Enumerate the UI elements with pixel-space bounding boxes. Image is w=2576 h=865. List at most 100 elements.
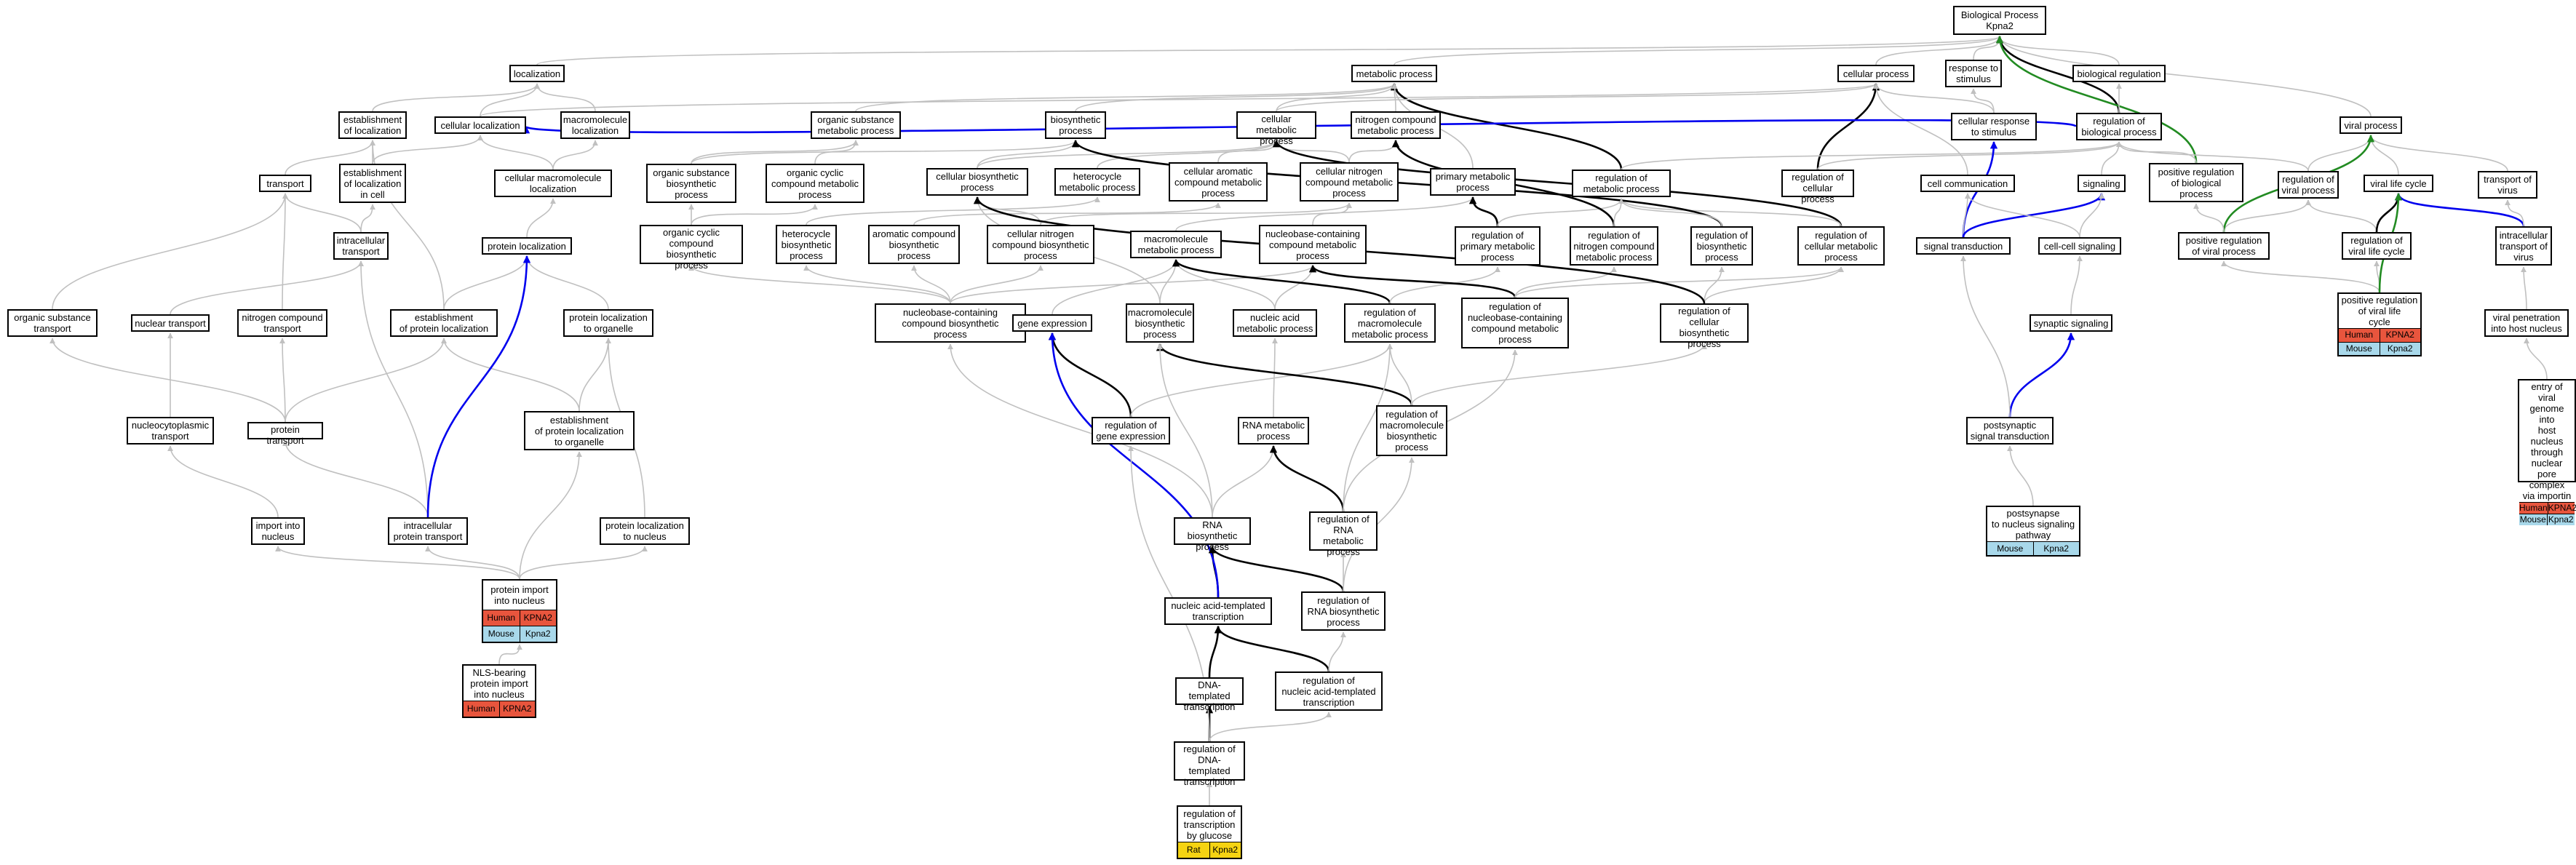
go-term-reg-prim-met[interactable]: regulation of primary metabolic process: [1455, 226, 1541, 266]
go-term-nucleocyto[interactable]: nucleocytoplasmic transport: [127, 417, 214, 445]
go-term-est-prot-loc[interactable]: establishment of protein localization: [390, 309, 498, 337]
go-term-nucbase-biosyn[interactable]: nucleobase-containing compound biosynthe…: [875, 303, 1026, 343]
go-term-signaling[interactable]: signaling: [2078, 175, 2126, 192]
go-term-label: cellular macromolecule localization: [504, 172, 602, 194]
go-term-nitro-met[interactable]: nitrogen compound metabolic process: [1351, 111, 1441, 139]
go-term-reg-cell-met[interactable]: regulation of cellular metabolic process: [1797, 226, 1885, 266]
go-term-nuc-acid-met[interactable]: nucleic acid metabolic process: [1233, 309, 1317, 337]
go-term-postsynapse-path[interactable]: postsynapse to nucleus signaling pathway…: [1986, 506, 2080, 557]
go-term-bio-reg[interactable]: biological regulation: [2072, 65, 2166, 82]
go-term-cell-arom-met[interactable]: cellular aromatic compound metabolic pro…: [1169, 162, 1268, 202]
go-term-postsyn-sig[interactable]: postsynaptic signal transduction: [1966, 417, 2054, 445]
go-term-reg-cell-biosyn[interactable]: regulation of cellular biosynthetic proc…: [1660, 303, 1749, 349]
go-term-pos-reg-viral[interactable]: positive regulation of viral process: [2178, 232, 2270, 260]
go-term-prim-met[interactable]: primary metabolic process: [1430, 168, 1516, 196]
go-term-reg-macro-biosyn[interactable]: regulation of macromolecule biosynthetic…: [1376, 405, 1447, 456]
go-term-macro-met[interactable]: macromolecule metabolic process: [1130, 231, 1222, 258]
go-term-cell-nitro-met[interactable]: cellular nitrogen compound metabolic pro…: [1300, 162, 1399, 202]
go-term-hetero-met[interactable]: heterocycle metabolic process: [1054, 168, 1140, 196]
go-term-entry-viral[interactable]: entry of viral genome into host nucleus …: [2518, 379, 2576, 525]
go-term-viral-life[interactable]: viral life cycle: [2364, 175, 2433, 192]
go-term-transport-virus[interactable]: transport of virus: [2478, 171, 2537, 199]
go-term-viral-proc[interactable]: viral process: [2340, 116, 2402, 134]
go-term-gene-expr[interactable]: gene expression: [1012, 314, 1092, 332]
go-term-nucbase-met[interactable]: nucleobase-containing compound metabolic…: [1259, 225, 1367, 264]
go-term-macro-biosyn[interactable]: macromolecule biosynthetic process: [1126, 303, 1194, 343]
go-term-reg-macro-met[interactable]: regulation of macromolecule metabolic pr…: [1344, 303, 1436, 343]
go-term-transport[interactable]: transport: [259, 175, 311, 192]
go-term-hetero-biosyn[interactable]: heterocycle biosynthetic process: [776, 225, 837, 264]
go-term-org-cyc-met[interactable]: organic cyclic compound metabolic proces…: [766, 164, 864, 203]
go-term-reg-viral-life[interactable]: regulation of viral life cycle: [2342, 232, 2412, 260]
go-term-reg-rna-met[interactable]: regulation of RNA metabolic process: [1309, 511, 1378, 557]
go-term-localization[interactable]: localization: [509, 65, 565, 82]
go-term-syn-sig[interactable]: synaptic signaling: [2030, 314, 2112, 332]
go-term-reg-gene-expr[interactable]: regulation of gene expression: [1092, 417, 1170, 445]
go-term-est-loc-cell[interactable]: establishment of localization in cell: [339, 164, 406, 203]
go-term-sig-trans[interactable]: signal transduction: [1916, 237, 2011, 255]
go-term-reg-met[interactable]: regulation of metabolic process: [1572, 170, 1671, 197]
go-term-cell-comm[interactable]: cell communication: [1920, 175, 2015, 192]
go-term-bp[interactable]: Biological Process Kpna2: [1953, 6, 2046, 35]
go-term-org-sub-met[interactable]: organic substance metabolic process: [811, 111, 901, 139]
go-term-prot-loc-org[interactable]: protein localization to organelle: [563, 309, 653, 337]
go-term-reg-biosyn[interactable]: regulation of biosynthetic process: [1690, 226, 1753, 266]
go-term-est-loc[interactable]: establishment of localization: [338, 111, 407, 139]
go-term-cell-loc[interactable]: cellular localization: [434, 116, 526, 134]
go-term-reg-dna-trans[interactable]: regulation of DNA-templated transcriptio…: [1174, 741, 1245, 787]
go-term-dna-trans[interactable]: DNA-templated transcription: [1175, 677, 1244, 712]
go-term-cell-nitro-biosyn[interactable]: cellular nitrogen compound biosynthetic …: [987, 225, 1094, 264]
go-term-org-sub-biosyn[interactable]: organic substance biosynthetic process: [646, 164, 736, 203]
go-term-cell-biosyn[interactable]: cellular biosynthetic process: [926, 168, 1028, 196]
go-term-cc-sig[interactable]: cell-cell signaling: [2038, 237, 2121, 255]
go-term-arom-biosyn[interactable]: aromatic compound biosynthetic process: [868, 225, 960, 264]
go-term-cell-proc[interactable]: cellular process: [1837, 65, 1915, 82]
go-term-reg-rna-biosyn[interactable]: regulation of RNA biosynthetic process: [1301, 591, 1386, 631]
go-term-macro-loc[interactable]: macromolecule localization: [560, 111, 630, 139]
edge-black: [1172, 258, 1391, 304]
go-term-label: viral penetration into host nucleus: [2491, 312, 2562, 334]
go-term-cell-resp-stim[interactable]: cellular response to stimulus: [1951, 113, 2037, 140]
go-term-pos-reg-bio[interactable]: positive regulation of biological proces…: [2149, 163, 2243, 202]
edge-grey: [1271, 338, 1278, 418]
edge-grey: [1389, 266, 1500, 304]
go-term-prot-loc-nuc[interactable]: protein localization to nucleus: [600, 517, 690, 545]
go-term-cell-met[interactable]: cellular metabolic process: [1236, 111, 1316, 146]
go-term-rna-met[interactable]: RNA metabolic process: [1238, 417, 1309, 445]
go-term-reg-nucbase-met[interactable]: regulation of nucleobase-containing comp…: [1461, 298, 1569, 348]
go-term-prot-loc[interactable]: protein localization: [482, 237, 572, 255]
go-term-met-proc[interactable]: metabolic process: [1351, 65, 1437, 82]
go-term-rna-biosyn[interactable]: RNA biosynthetic process: [1174, 517, 1251, 552]
go-term-prot-transport[interactable]: protein transport: [247, 422, 323, 446]
go-term-viral-pen[interactable]: viral penetration into host nucleus: [2484, 309, 2569, 337]
go-term-reg-nuc-acid-trans[interactable]: regulation of nucleic acid-templated tra…: [1275, 671, 1383, 711]
go-term-intra-prot-transport[interactable]: intracellular protein transport: [388, 517, 468, 545]
go-term-nuc-transport[interactable]: nuclear transport: [131, 314, 210, 332]
go-term-label: DNA-templated transcription: [1183, 679, 1236, 712]
go-term-est-prot-loc-org[interactable]: establishment of protein localization to…: [524, 411, 635, 450]
go-term-resp-stim[interactable]: response to stimulus: [1945, 60, 2002, 87]
edge-grey: [2223, 199, 2311, 233]
go-term-label: regulation of viral life cycle: [2348, 235, 2405, 257]
go-term-org-cyc-biosyn[interactable]: organic cyclic compound biosynthetic pro…: [640, 225, 743, 271]
go-term-intra-trans-virus[interactable]: intracellular transport of virus: [2495, 226, 2552, 266]
go-term-org-sub-transport[interactable]: organic substance transport: [7, 309, 98, 337]
go-term-nuc-acid-trans[interactable]: nucleic acid-templated transcription: [1164, 597, 1272, 625]
go-term-cell-macro-loc[interactable]: cellular macromolecule localization: [494, 170, 612, 197]
go-term-import-nuc[interactable]: import into nucleus: [251, 517, 305, 545]
go-term-reg-cell-proc[interactable]: regulation of cellular process: [1781, 170, 1854, 204]
go-term-reg-viral[interactable]: regulation of viral process: [2278, 171, 2339, 199]
go-term-nitro-transport[interactable]: nitrogen compound transport: [237, 309, 327, 337]
edge-grey: [2368, 135, 2508, 172]
edge-grey: [2521, 266, 2527, 310]
go-term-intra-transport[interactable]: intracellular transport: [333, 232, 389, 260]
go-term-reg-nitro-met[interactable]: regulation of nitrogen compound metaboli…: [1570, 226, 1658, 266]
go-term-reg-bio-proc[interactable]: regulation of biological process: [2076, 113, 2162, 140]
go-term-biosyn[interactable]: biosynthetic process: [1045, 111, 1106, 139]
